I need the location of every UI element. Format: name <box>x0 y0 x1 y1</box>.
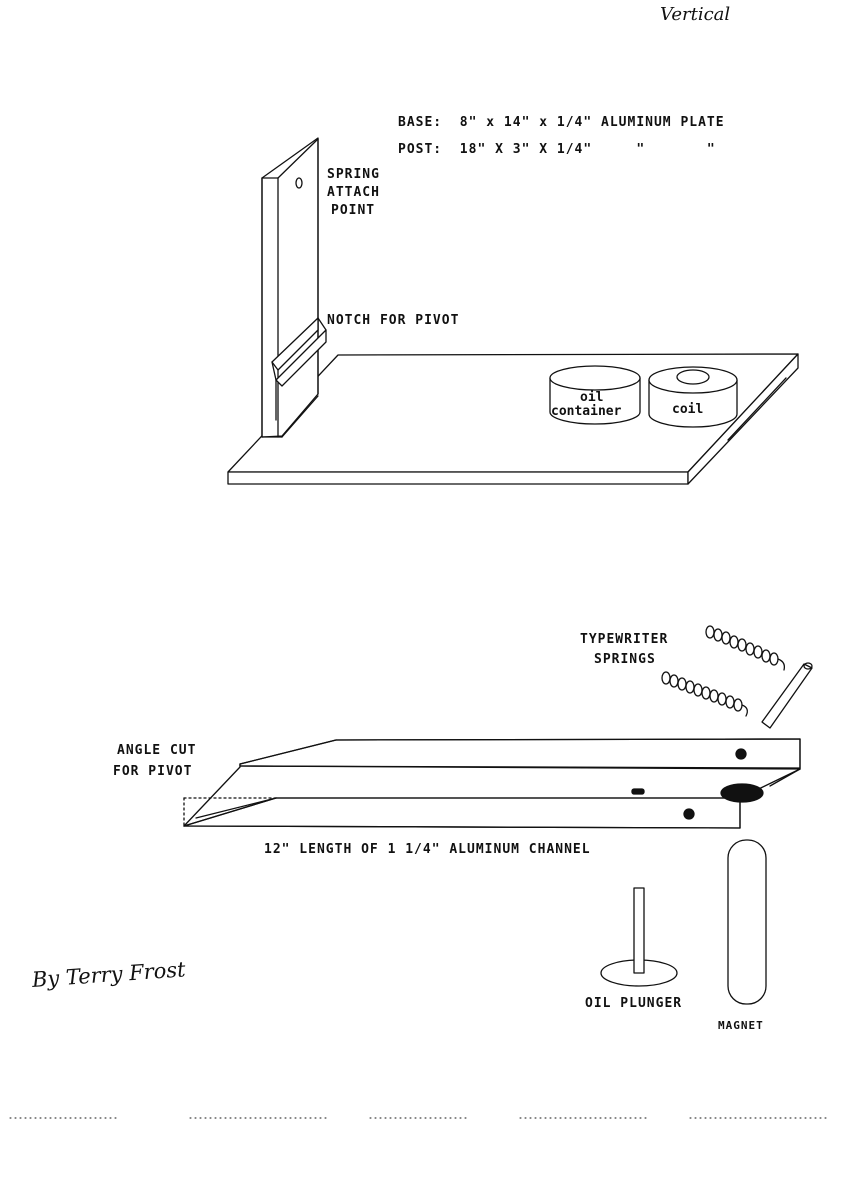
magnet-mount-blob <box>720 783 764 803</box>
angle-cut-label-line2: FOR PIVOT <box>113 764 193 779</box>
spring-rod <box>761 662 813 729</box>
post-spec: POST: 18" X 3" X 1/4" " " <box>398 142 716 157</box>
channel-slot <box>631 788 645 795</box>
oil-container <box>549 365 641 425</box>
base-spec: BASE: 8" x 14" x 1/4" ALUMINUM PLATE <box>398 115 725 130</box>
oil-plunger-label: OIL PLUNGER <box>585 996 683 1011</box>
oil-plunger <box>600 887 678 987</box>
aluminum-channel <box>183 738 801 829</box>
angle-cut-label-line1: ANGLE CUT <box>117 743 197 758</box>
coil <box>648 366 738 428</box>
spring-attach-hole <box>295 177 303 189</box>
typewriter-springs-label-line2: SPRINGS <box>594 652 656 667</box>
spring-attach-label-line2: ATTACH <box>327 185 380 200</box>
spring-attach-label-line3: POINT <box>331 203 376 218</box>
channel-hole-top <box>735 748 747 760</box>
typewriter-springs-label-line1: TYPEWRITER <box>580 632 669 647</box>
channel-hole-bottom <box>683 808 695 820</box>
orientation-note: Vertical <box>660 4 731 25</box>
vertical-post <box>261 137 327 438</box>
oil-container-label-line2: container <box>551 404 622 419</box>
pivot-notch <box>271 317 327 421</box>
magnet-label: MAGNET <box>718 1019 764 1032</box>
channel-caption: 12" LENGTH OF 1 1/4" ALUMINUM CHANNEL <box>264 842 591 857</box>
typewriter-spring-upper <box>705 625 786 671</box>
coil-label: coil <box>672 402 704 417</box>
typewriter-spring-lower <box>661 671 748 717</box>
magnet <box>727 839 767 1005</box>
notch-for-pivot-label: NOTCH FOR PIVOT <box>327 313 460 328</box>
signature-flourish <box>40 992 48 994</box>
spring-attach-label-line1: SPRING <box>327 167 380 182</box>
oil-container-label-line1: oil <box>580 390 604 405</box>
